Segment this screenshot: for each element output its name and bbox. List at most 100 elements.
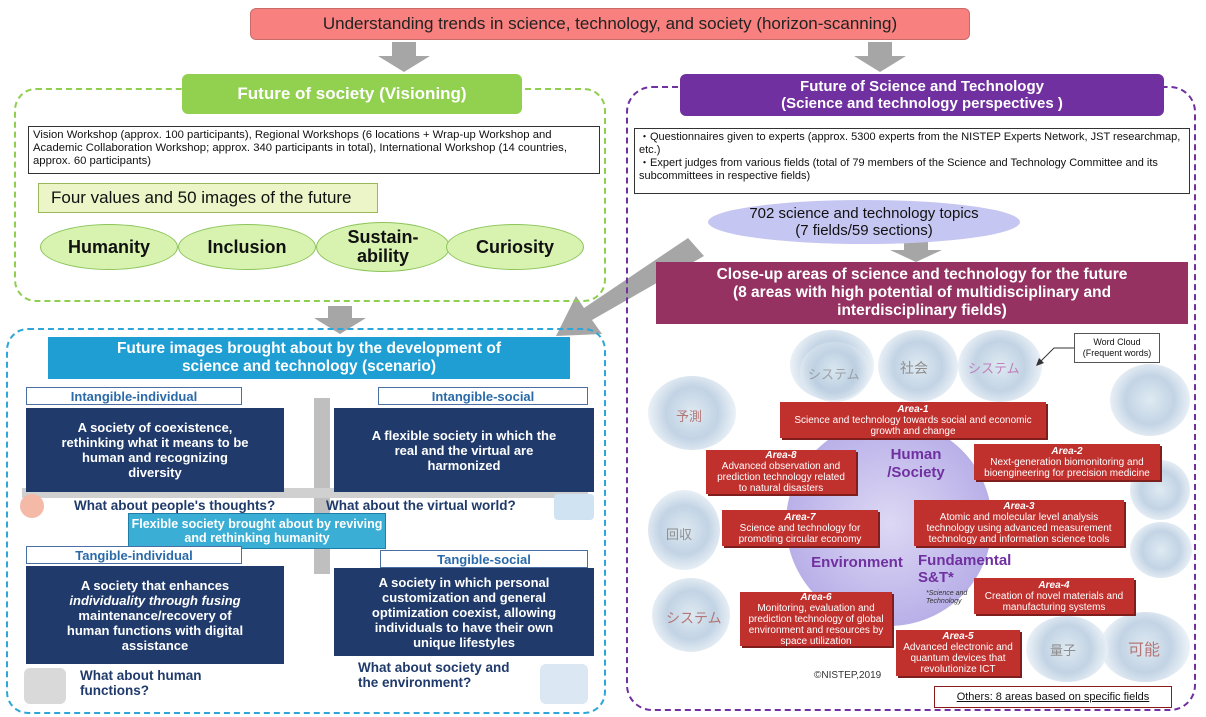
word-cloud-label-line1: Word Cloud <box>1093 337 1141 347</box>
label-tangible-social-text: Tangible-social <box>437 551 531 567</box>
q4-line: unique lifestyles <box>413 634 515 650</box>
cloud-word: システム <box>666 610 722 626</box>
q3-line: individuality through fusing <box>69 592 241 608</box>
q4-line: optimization coexist, allowing <box>371 604 557 620</box>
q2-line: harmonized <box>427 457 501 473</box>
top-banner-text: Understanding trends in science, technol… <box>322 14 898 33</box>
area-3-box: Area-3 Atomic and molecular level analys… <box>914 500 1124 546</box>
scenario-intangible-individual: A society of coexistence, rethinking wha… <box>26 408 284 492</box>
st-title-line2: (Science and technology perspectives ) <box>781 95 1063 112</box>
question-human-functions-line2: functions? <box>80 683 149 698</box>
arrow-to-closeup <box>890 242 942 262</box>
value-curiosity-text: Curiosity <box>475 236 554 257</box>
area-4-box: Area-4 Creation of novel materials and m… <box>974 578 1134 614</box>
flexible-line2: and rethinking humanity <box>184 531 330 545</box>
word-cloud-image: システム <box>800 342 870 402</box>
expert-description: ・Questionnaires given to experts (approx… <box>634 128 1190 194</box>
center-human-society: Human /Society <box>887 446 945 481</box>
label-intangible-individual: Intangible-individual <box>26 387 242 405</box>
area-6-text: Monitoring, evaluation and prediction te… <box>748 602 884 647</box>
cloud-word: システム <box>808 367 860 382</box>
area-3-text: Atomic and molecular level analysis tech… <box>926 512 1112 545</box>
center-footnote: *Science and Technology <box>926 590 968 605</box>
question-virtual-world: What about the virtual world? <box>326 498 516 513</box>
word-cloud-image: 量子 <box>1026 616 1108 682</box>
brain-icon <box>20 494 44 518</box>
area-5-text: Advanced electronic and quantum devices … <box>903 642 1013 675</box>
horizontal-divider <box>22 488 588 498</box>
visioning-title-text: Future of society (Visioning) <box>237 84 467 103</box>
value-humanity-text: Humanity <box>67 236 150 257</box>
scenario-title-line2: science and technology (scenario) <box>181 358 437 375</box>
others-note-text: Others: 8 areas based on specific fields <box>956 691 1150 703</box>
wheelchair-icon <box>24 668 66 704</box>
value-sustainability: Sustain- ability <box>316 222 450 272</box>
word-cloud-image: システム <box>958 330 1042 402</box>
label-intangible-individual-text: Intangible-individual <box>70 388 198 404</box>
word-cloud-image <box>1130 522 1192 578</box>
cloud-word: 社会 <box>900 360 928 376</box>
st-title-line1: Future of Science and Technology <box>800 78 1044 95</box>
center-fundamental: Fundamental S&T* <box>918 552 1012 586</box>
word-cloud-image: 回収 <box>648 490 720 570</box>
q3-line: maintenance/recovery of <box>78 607 232 623</box>
q2-line: A flexible society in which the <box>371 427 557 443</box>
arrow-to-bottom-panel <box>314 306 366 334</box>
virtual-world-icon <box>554 494 594 520</box>
value-humanity: Humanity <box>40 224 178 270</box>
question-thoughts: What about people's thoughts? <box>74 498 276 513</box>
area-4-number: Area-4 <box>1038 579 1070 591</box>
cloud-word: 可能 <box>1128 642 1161 659</box>
top-banner: Understanding trends in science, technol… <box>250 8 970 40</box>
closeup-line2: (8 areas with high potential of multidis… <box>732 284 1112 301</box>
scenario-tangible-individual: A society that enhances individuality th… <box>26 566 284 664</box>
value-inclusion: Inclusion <box>178 224 316 270</box>
question-human-functions-line1: What about human <box>80 668 202 683</box>
area-8-text: Advanced observation and prediction tech… <box>717 461 845 494</box>
expert-bullet-1: ・Questionnaires given to experts (approx… <box>639 131 1181 156</box>
flexible-line1: Flexible society brought about by revivi… <box>131 517 383 531</box>
area-4-text: Creation of novel materials and manufact… <box>984 590 1124 613</box>
expert-bullet-2: ・Expert judges from various fields (tota… <box>639 157 1158 182</box>
closeup-line3: interdisciplinary fields) <box>837 302 1007 319</box>
area-8-box: Area-8 Advanced observation and predicti… <box>706 450 856 494</box>
word-cloud-image: 社会 <box>878 330 958 402</box>
value-sustainability-text: Sustain- ability <box>347 227 419 266</box>
area-7-number: Area-7 <box>784 511 816 523</box>
q1-line: A society of coexistence, <box>77 420 233 435</box>
label-tangible-individual: Tangible-individual <box>26 546 242 564</box>
area-2-text: Next-generation biomonitoring and bioeng… <box>984 456 1150 479</box>
st-title: Future of Science and Technology (Scienc… <box>680 74 1164 116</box>
word-cloud-image <box>1110 364 1190 436</box>
area-2-box: Area-2 Next-generation biomonitoring and… <box>974 444 1160 480</box>
cloud-word: 予測 <box>676 409 703 424</box>
scenario-tangible-social: A society in which personal customizatio… <box>334 568 594 656</box>
area-1-text: Science and technology towards social an… <box>794 414 1032 437</box>
value-inclusion-text: Inclusion <box>207 236 287 257</box>
area-5-number: Area-5 <box>942 631 974 642</box>
area-8-number: Area-8 <box>765 450 797 461</box>
scenario-intangible-social: A flexible society in which the real and… <box>334 408 594 492</box>
word-cloud-label-line2: (Frequent words) <box>1082 348 1152 358</box>
label-intangible-social-text: Intangible-social <box>431 388 535 404</box>
word-cloud-image: システム <box>652 578 730 652</box>
label-tangible-social: Tangible-social <box>380 550 588 568</box>
q2-line: real and the virtual are <box>394 442 534 458</box>
flexible-society-box: Flexible society brought about by revivi… <box>128 513 386 549</box>
closeup-line1: Close-up areas of science and technology… <box>716 266 1128 283</box>
values-heading-text: Four values and 50 images of the future <box>51 188 352 207</box>
q3-line: assistance <box>121 637 189 653</box>
closeup-title: Close-up areas of science and technology… <box>656 262 1188 324</box>
scenario-panel <box>6 328 606 714</box>
area-6-box: Area-6 Monitoring, evaluation and predic… <box>740 592 892 647</box>
q3-line: human functions with digital <box>66 622 244 638</box>
q1-line: rethinking what it means to be <box>61 435 249 450</box>
label-intangible-social: Intangible-social <box>378 387 588 405</box>
q4-line: A society in which personal <box>378 574 550 590</box>
cloud-word: 回収 <box>666 527 693 542</box>
area-1-box: Area-1 Science and technology towards so… <box>780 402 1046 438</box>
question-society-environment-line1: What about society and <box>358 660 510 675</box>
area-7-box: Area-7 Science and technology for promot… <box>722 510 878 546</box>
q3-line: A society that enhances <box>80 577 230 593</box>
q4-line: customization and general <box>382 589 546 605</box>
